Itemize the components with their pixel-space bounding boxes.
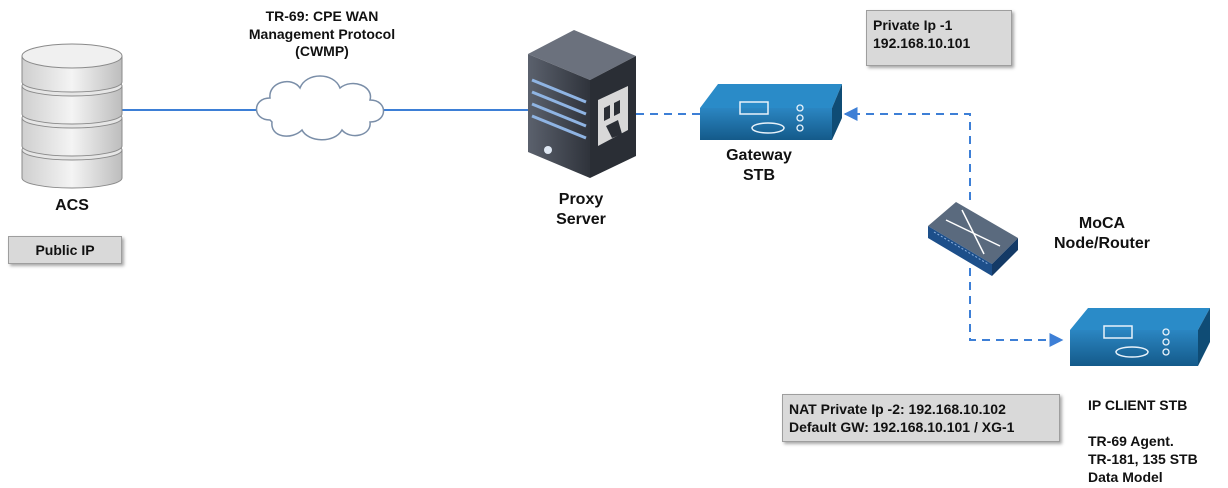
links	[122, 107, 1064, 347]
moca-gateway-link	[843, 107, 971, 200]
server-icon	[528, 30, 636, 178]
router-icon	[928, 202, 1018, 276]
gateway-stb-label: Gateway STB	[726, 147, 792, 184]
moca-label: MoCA Node/Router	[1054, 215, 1150, 252]
nat-info-box: NAT Private Ip -2: 192.168.10.102 Defaul…	[782, 394, 1060, 442]
database-icon	[21, 43, 123, 189]
settop-box-icon	[700, 84, 842, 140]
proxy-server-label: Proxy Server	[556, 191, 606, 228]
acs-label: ACS	[55, 197, 89, 214]
client-stb-title: IP CLIENT STB	[1088, 397, 1188, 413]
settop-box-icon	[1070, 308, 1210, 366]
private-ip-1-box: Private Ip -1 192.168.10.101	[866, 10, 1012, 66]
cloud-icon	[255, 75, 385, 141]
client-stb-details: TR-69 Agent. TR-181, 135 STB Data Model	[1088, 433, 1198, 486]
public-ip-box: Public IP	[8, 236, 122, 264]
moca-client-link	[969, 268, 1064, 347]
cwmp-label: TR-69: CPE WAN Management Protocol (CWMP…	[248, 8, 396, 59]
